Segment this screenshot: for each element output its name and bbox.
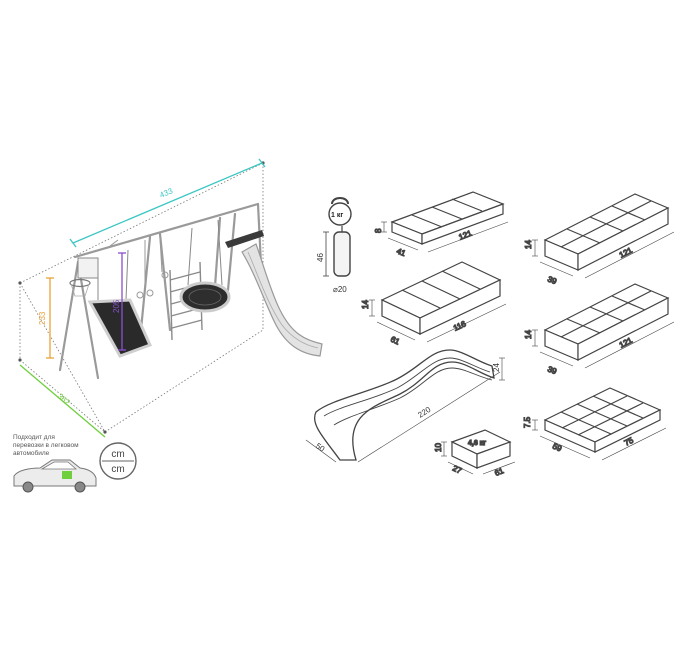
bag-height: 46: [316, 253, 325, 262]
width-label: 433: [158, 186, 174, 200]
swing-height-label: 205: [112, 299, 121, 313]
box-5-height: 7.5: [523, 416, 532, 428]
box-2-height: 14: [524, 240, 533, 249]
car-icon: [13, 459, 97, 493]
box-4: [532, 283, 675, 369]
slide-length: 220: [416, 405, 433, 420]
accessories-panel: 1 кг 46 ⌀20: [316, 197, 352, 294]
height-label: 233: [38, 311, 47, 325]
box-4-depth: 39: [546, 365, 558, 377]
swing-height-dimension: 205: [112, 252, 126, 351]
box-6-height: 10: [434, 443, 443, 452]
box-3-length: 116: [452, 319, 468, 333]
car-note-line-1: Подходит для: [13, 434, 55, 441]
car-transport-note: Подходит для перевозки в легковом автомо…: [13, 434, 93, 458]
kettlebell-icon: 1 кг: [328, 197, 352, 226]
box-3: [369, 261, 507, 343]
box-6: [441, 429, 516, 475]
box-2-depth: 39: [546, 275, 558, 287]
box-4-height: 14: [524, 330, 533, 339]
unit-top: cm: [111, 449, 124, 460]
slide-package: 50 220 24: [305, 349, 505, 463]
box-1-depth: 41: [395, 247, 407, 259]
car-note-line-2: перевозки в легковом: [13, 442, 79, 449]
depth-label: 362: [56, 392, 72, 408]
box-6-length: 61: [493, 466, 505, 478]
box-1: [381, 191, 509, 253]
bag-diameter: ⌀20: [333, 285, 347, 294]
box-5: [532, 387, 667, 461]
units-icon: cm cm: [99, 442, 137, 480]
box-1-height: 8: [374, 228, 383, 233]
box-2: [532, 193, 675, 279]
board-swing: [87, 249, 153, 358]
nest-swing: [179, 219, 231, 313]
unit-bottom: cm: [111, 464, 124, 475]
slide-height: 24: [492, 363, 501, 372]
car-note-line-3: автомобиле: [13, 450, 50, 457]
height-dimension: 233: [38, 277, 54, 359]
box-5-depth: 59: [551, 442, 563, 454]
box-6-depth: 27: [451, 464, 463, 476]
slide-width: 50: [314, 441, 327, 454]
kettlebell-weight: 1 кг: [331, 212, 343, 219]
depth-dimension: 362: [19, 364, 106, 438]
width-dimension: 433: [69, 158, 266, 248]
box-3-height: 14: [361, 300, 370, 309]
playset-slide: [225, 230, 323, 357]
packaging-boxes: 8 41 121 14 39 121: [360, 191, 675, 478]
punching-bag-icon: 46 ⌀20: [316, 226, 351, 294]
box-6-weight: 4,6 кг: [468, 440, 486, 447]
playset-illustration: 433 233 362: [18, 158, 323, 438]
box-3-depth: 61: [389, 335, 401, 347]
